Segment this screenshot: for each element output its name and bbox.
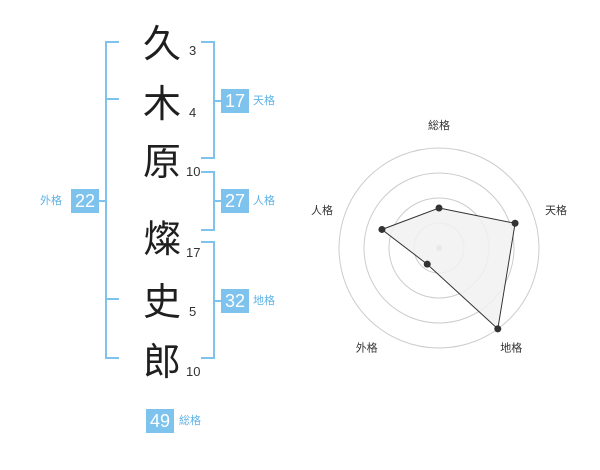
radar-axis-label: 人格 [311,203,333,217]
radar-point-3 [494,325,502,333]
radar-point-1 [435,204,443,212]
radar-axis-label: 外格 [356,341,378,355]
tenkaku-connector [213,100,221,102]
radar-value-area [380,207,516,330]
radar-ring-3 [363,172,515,324]
gaikaku-value-badge: 22 [71,189,99,213]
radar-axis-label: 天格 [545,203,567,217]
chikaku-value-badge: 32 [221,289,249,313]
radar-point-4 [423,260,431,268]
gaikaku-tick-upper [105,98,119,100]
soukaku-value-badge: 49 [146,409,174,433]
gaikaku-label: 外格 [40,194,62,207]
name-char-6: 郎 [142,340,181,384]
jinkaku-connector [213,200,221,202]
name-char-4: 燦 [142,217,181,261]
radar-ring-4 [338,147,540,349]
stroke-count-3: 10 [186,164,201,179]
name-char-2: 木 [142,82,181,126]
stroke-count-1: 3 [189,43,197,58]
radar-axis-label: 地格 [500,341,522,355]
radar-point-2 [511,219,519,227]
stroke-count-2: 4 [189,105,197,120]
gaikaku-tick-lower [105,298,119,300]
chikaku-label: 地格 [253,294,275,307]
name-char-5: 史 [142,280,181,324]
chikaku-connector [213,300,221,302]
name-char-1: 久 [142,22,181,66]
jinkaku-value-badge: 27 [221,189,249,213]
radar-axis-label: 総格 [428,118,450,132]
radar-point-5 [378,225,386,233]
tenkaku-label: 天格 [253,94,275,107]
tenkaku-value-badge: 17 [221,89,249,113]
gaikaku-connector [99,200,107,202]
jinkaku-label: 人格 [253,194,275,207]
stroke-count-6: 10 [186,364,201,379]
stroke-count-4: 17 [186,245,201,260]
name-char-3: 原 [142,140,181,184]
soukaku-label: 総格 [179,414,201,427]
stroke-count-5: 5 [189,304,197,319]
